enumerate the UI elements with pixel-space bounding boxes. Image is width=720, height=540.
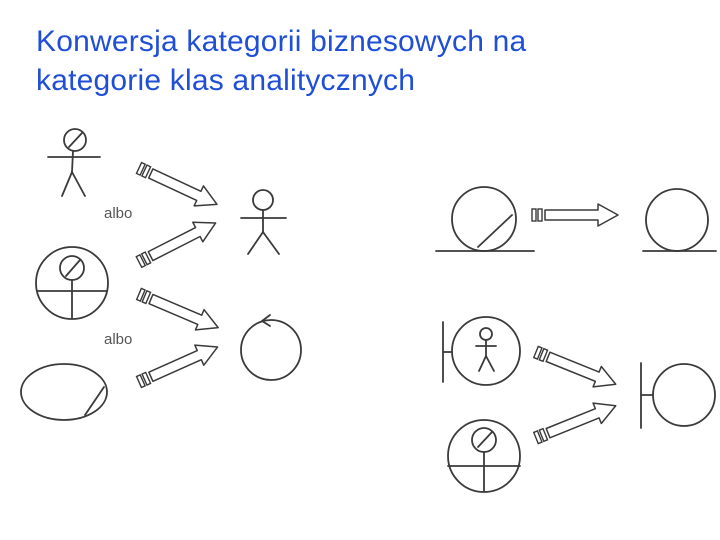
- business-entity-on-line-icon: [435, 186, 535, 252]
- arrow-worker-to-boundary-top: [531, 341, 621, 396]
- business-worker-boundary-icon: [442, 316, 521, 386]
- actor-icon: [240, 189, 287, 255]
- business-worker-circle-icon-right: [447, 419, 521, 493]
- albo-label-top: albo: [104, 205, 133, 222]
- slide-title-line-2: kategorie klas analitycznych: [36, 64, 416, 97]
- arrow-business-entity-to-entity: [531, 203, 619, 227]
- business-entity-ellipse-icon: [20, 363, 108, 421]
- boundary-class-icon: [640, 362, 716, 429]
- business-worker-circle-icon: [35, 246, 109, 320]
- arrow-actor-to-actor: [133, 157, 223, 216]
- arrow-entity-to-entity: [133, 336, 223, 393]
- slide-title-line-1: Konwersja kategorii biznesowych na: [36, 25, 527, 58]
- arrow-worker-to-actor: [133, 212, 222, 273]
- slide-title: Konwersja kategorii biznesowych na kateg…: [36, 22, 696, 100]
- entity-on-line-icon: [642, 188, 717, 252]
- entity-class-circle-icon: [240, 314, 302, 381]
- business-actor-icon: [47, 128, 101, 197]
- arrow-worker-to-entity: [133, 283, 224, 339]
- albo-label-bottom: albo: [104, 331, 133, 348]
- arrow-worker-to-boundary-bottom: [531, 394, 621, 449]
